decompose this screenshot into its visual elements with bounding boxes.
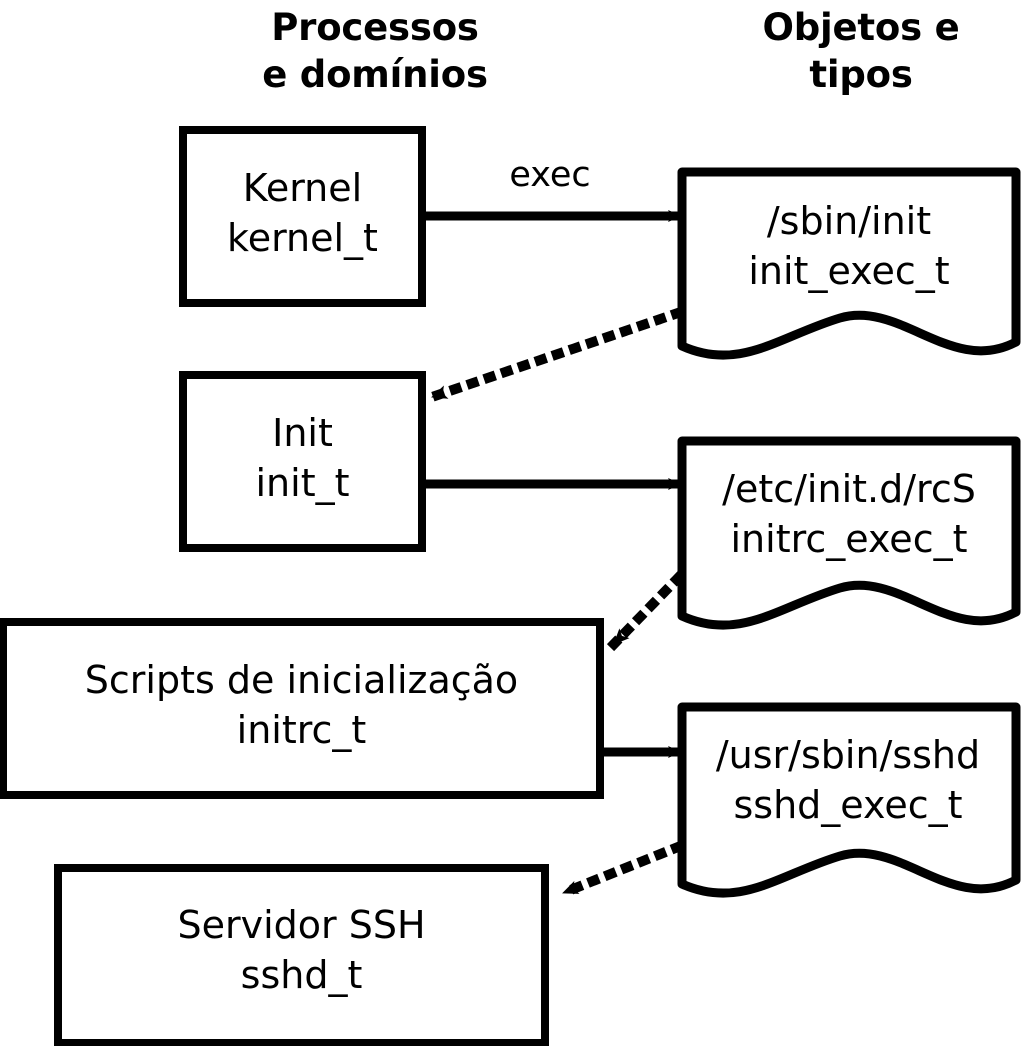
edge-initrc-exec-transition-initrc [606, 570, 686, 652]
process-node-init [179, 371, 426, 552]
process-node-kernel [179, 126, 426, 307]
column-header-processes: Processos e domínios [262, 6, 488, 97]
process-node-initrc [0, 618, 604, 799]
object-node-initrc-exec [677, 436, 1021, 630]
edge-init-exec-transition-init [425, 306, 685, 404]
edge-sshd-exec-transition-sshd [556, 840, 685, 900]
edge-label-exec: exec [509, 155, 591, 195]
column-header-objects: Objetos e tipos [762, 6, 960, 97]
process-node-sshd [54, 864, 549, 1046]
object-node-init-exec [677, 167, 1021, 360]
object-node-sshd-exec [677, 702, 1021, 898]
